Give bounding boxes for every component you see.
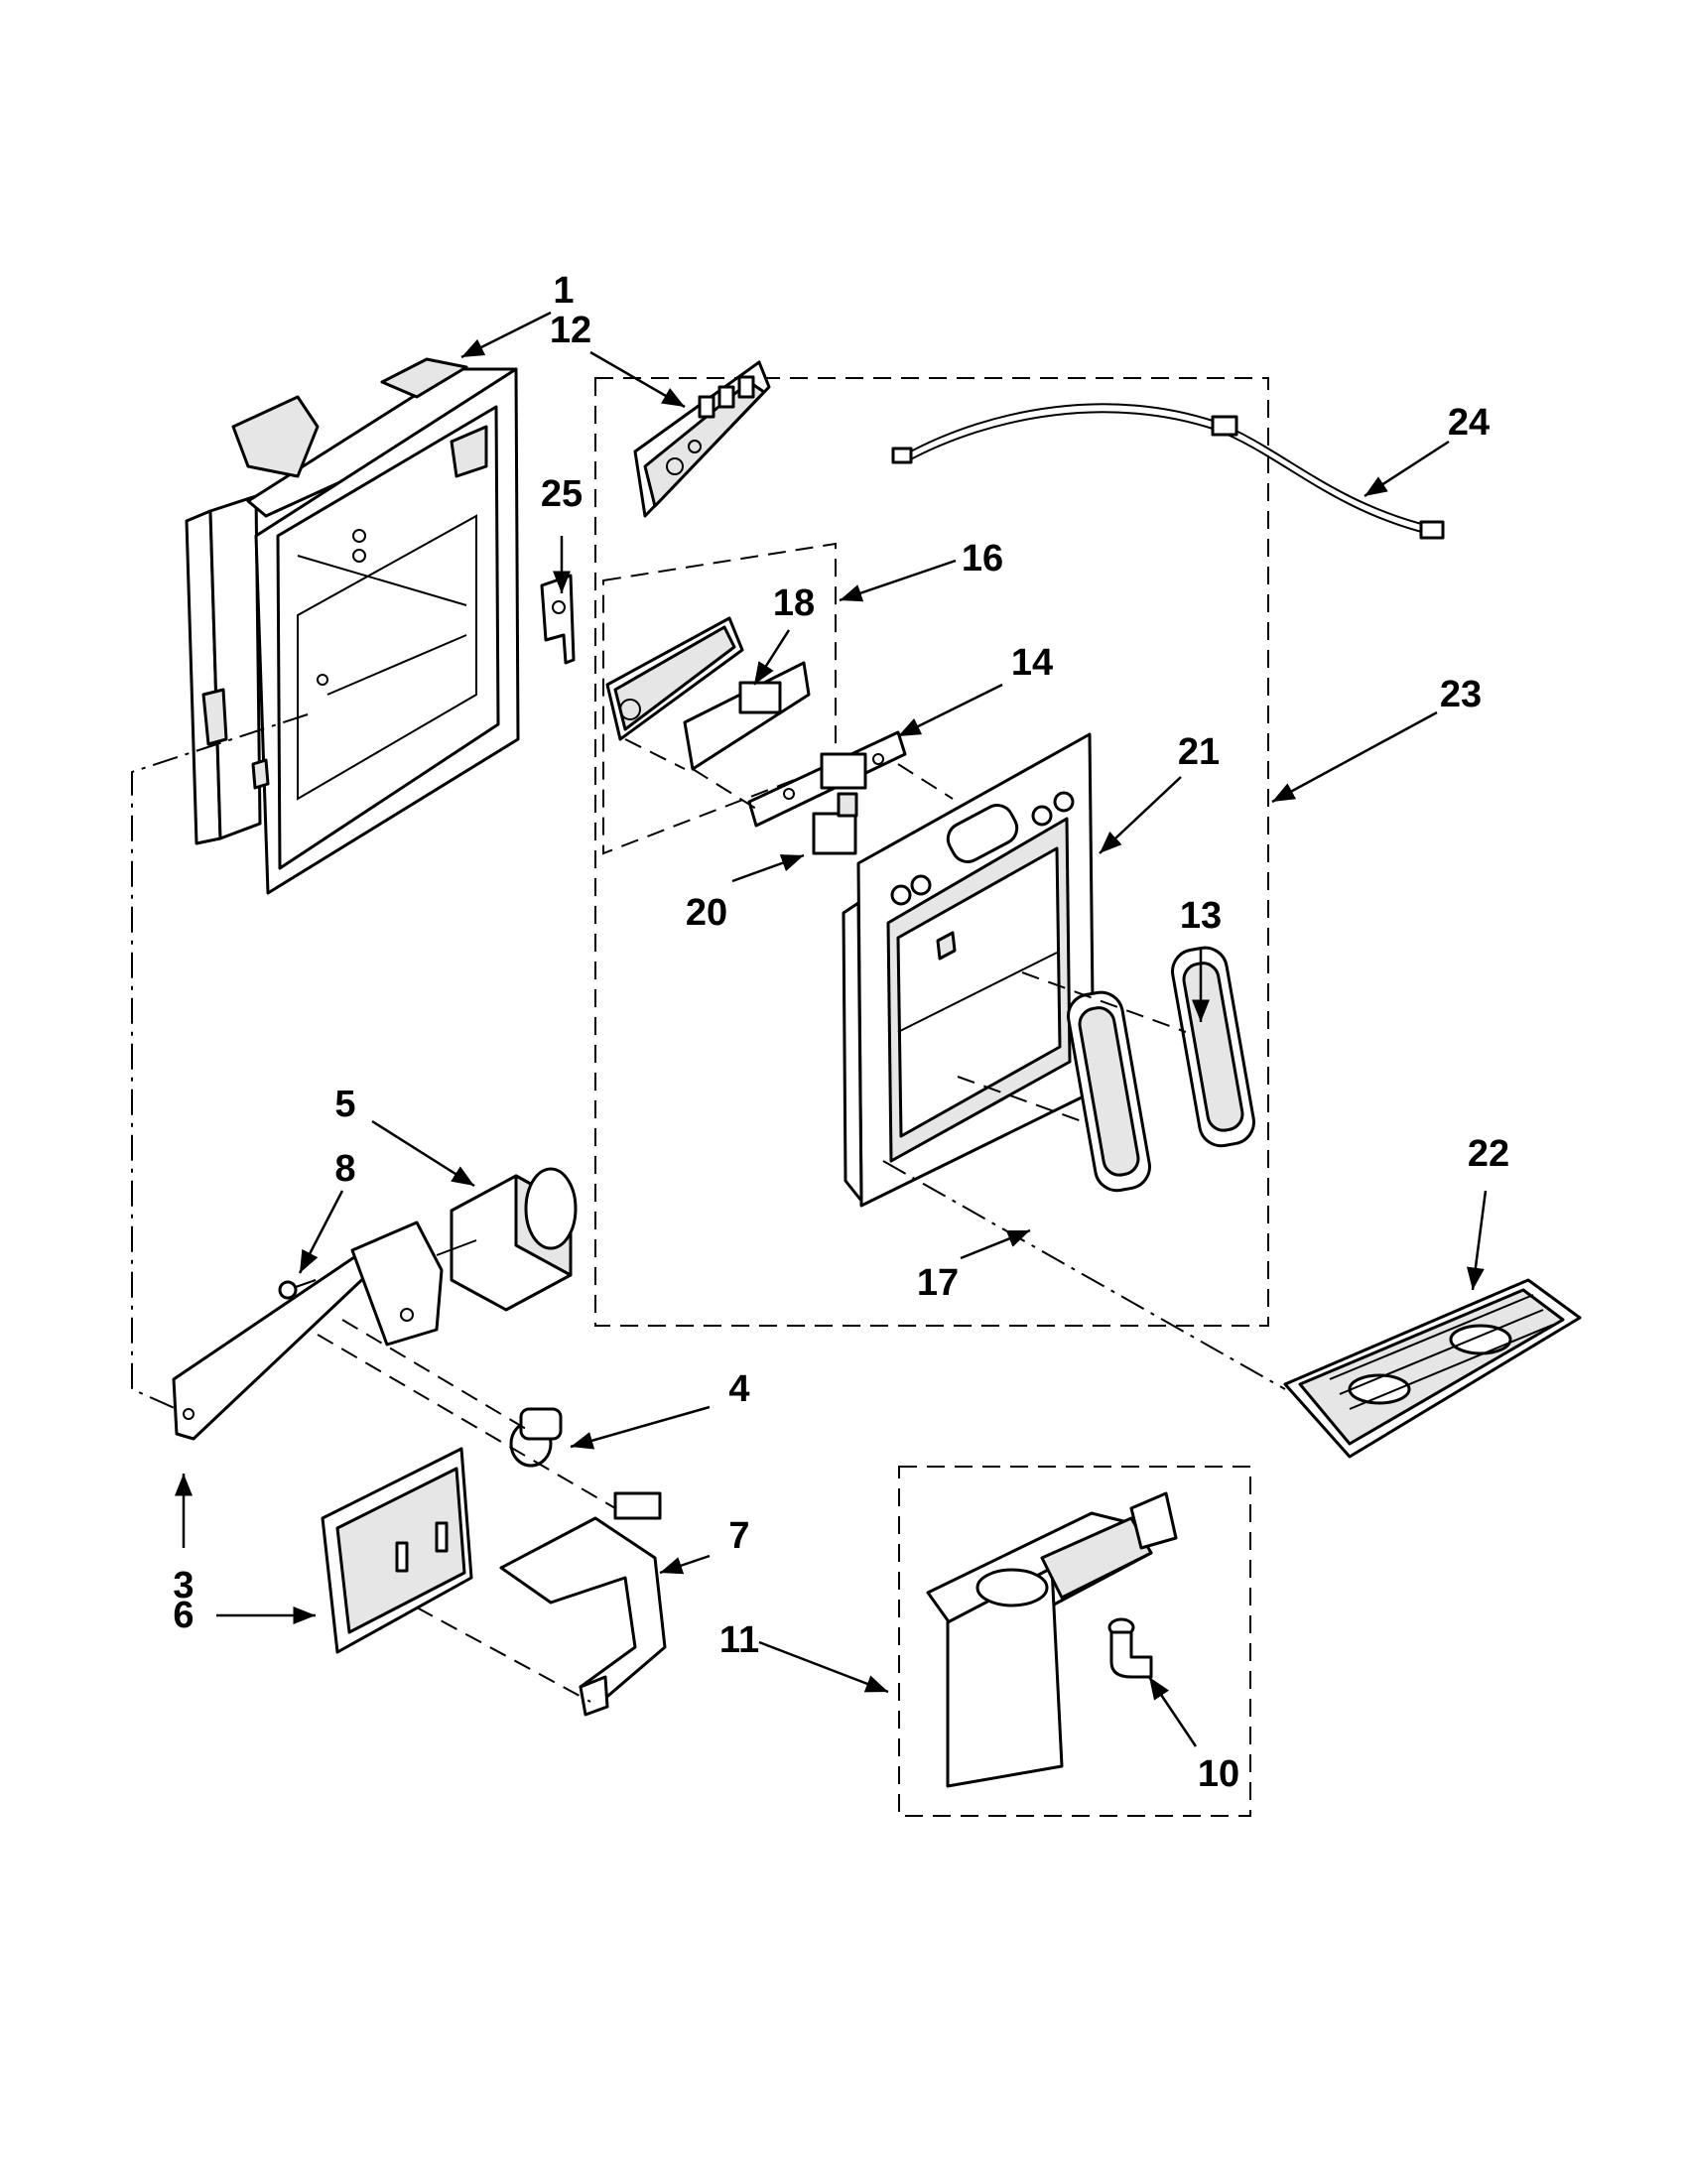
- part-17-paddle: [1067, 990, 1151, 1193]
- callout-23: 23: [1440, 674, 1482, 715]
- part-12-control-board: [633, 360, 771, 518]
- callout-1: 1: [553, 270, 574, 312]
- part-20-switch: [812, 792, 858, 855]
- part-3-bracket: [172, 1220, 444, 1441]
- part-13-paddle: [1171, 946, 1255, 1148]
- part-14-bezel: [747, 730, 907, 828]
- callout-5: 5: [334, 1084, 355, 1125]
- assembly-11-boundary: [898, 1466, 1251, 1817]
- part-16-dispenser-board: [605, 616, 744, 741]
- callout-13: 13: [1180, 895, 1222, 937]
- callout-21: 21: [1178, 731, 1220, 773]
- part-4-actuator: [509, 1407, 563, 1468]
- callout-6: 6: [173, 1595, 194, 1636]
- callout-4: 4: [728, 1368, 749, 1410]
- callout-14: 14: [1011, 642, 1053, 684]
- part-11-ice-chute: [926, 1491, 1178, 1788]
- part-5-motor: [436, 1167, 578, 1312]
- part-10-elbow: [1107, 1617, 1153, 1679]
- part-8-screw: [278, 1279, 317, 1300]
- alignment-line-bracket-4: [341, 1319, 527, 1430]
- part-22-drip-tray: [1283, 1278, 1582, 1459]
- callout-17: 17: [917, 1262, 959, 1304]
- alignment-line-14-21: [897, 763, 954, 800]
- callout-7: 7: [728, 1515, 749, 1557]
- callout-22: 22: [1468, 1133, 1509, 1175]
- callout-10: 10: [1198, 1753, 1239, 1795]
- callout-20: 20: [686, 892, 727, 934]
- alignment-line-bracket-7: [317, 1334, 616, 1509]
- alignment-line-6-7: [416, 1606, 591, 1703]
- callout-3: 3: [173, 1565, 194, 1606]
- alignment-line-13: [1021, 971, 1187, 1033]
- part-7-arm: [499, 1491, 667, 1717]
- callout-16: 16: [962, 538, 1003, 579]
- alignment-line-16-a: [624, 738, 686, 770]
- part-25-bracket: [540, 574, 576, 665]
- callout-12: 12: [550, 310, 591, 351]
- callout-11: 11: [719, 1619, 759, 1661]
- leader-arrows: [175, 311, 1488, 1747]
- alignment-line-17: [957, 1076, 1083, 1122]
- callout-24: 24: [1448, 402, 1490, 444]
- alignment-line-21-to-22: [882, 1160, 1286, 1390]
- alignment-line-16-b: [692, 768, 757, 810]
- callout-25: 25: [541, 473, 583, 515]
- alignment-line-housing-to-bracket: [131, 713, 309, 1410]
- part-21-dispenser-front: [842, 732, 1096, 1208]
- part-6-door: [321, 1447, 473, 1654]
- callout-8: 8: [334, 1148, 355, 1190]
- part-1-housing: [185, 357, 520, 895]
- part-24-wire-harness: [891, 403, 1445, 540]
- callout-18: 18: [773, 582, 815, 624]
- assembly-23-boundary: [594, 377, 1269, 1327]
